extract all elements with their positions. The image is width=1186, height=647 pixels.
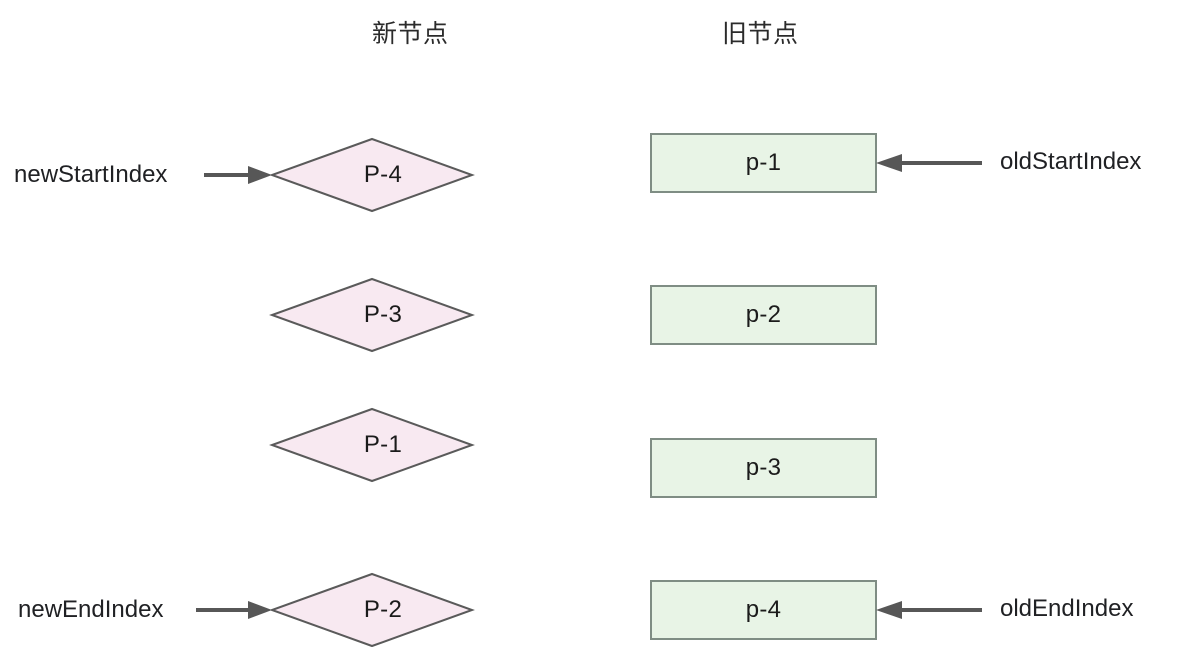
old-node-label-2: p-3 bbox=[745, 454, 782, 481]
label-new-end-index: newEndIndex bbox=[18, 596, 164, 623]
column-header-old-nodes: 旧节点 bbox=[722, 20, 799, 48]
old-node-shape-3: p-4 bbox=[650, 580, 877, 640]
new-node-shape-1: P-3 bbox=[269, 277, 475, 353]
new-node-shape-2: P-1 bbox=[269, 407, 475, 483]
old-node-shape-0: p-1 bbox=[650, 133, 877, 193]
arrow-new-end-index bbox=[196, 599, 274, 621]
new-node-shape-0: P-4 bbox=[269, 137, 475, 213]
column-header-new-nodes: 新节点 bbox=[372, 20, 449, 48]
old-node-label-0: p-1 bbox=[745, 149, 782, 176]
arrow-old-start-index bbox=[874, 152, 984, 174]
label-old-end-index: oldEndIndex bbox=[1000, 595, 1134, 622]
old-node-shape-1: p-2 bbox=[650, 285, 877, 345]
new-node-shape-3: P-2 bbox=[269, 572, 475, 647]
arrow-old-end-index bbox=[874, 599, 984, 621]
label-old-start-index: oldStartIndex bbox=[1000, 148, 1142, 175]
old-node-label-3: p-4 bbox=[745, 596, 782, 623]
arrow-new-start-index bbox=[204, 164, 274, 186]
label-new-start-index: newStartIndex bbox=[14, 161, 168, 188]
old-node-label-1: p-2 bbox=[745, 301, 782, 328]
old-node-shape-2: p-3 bbox=[650, 438, 877, 498]
